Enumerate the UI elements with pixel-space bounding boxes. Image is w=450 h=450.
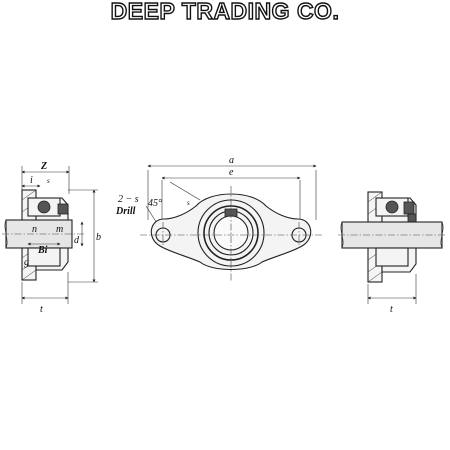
t-label: t <box>40 304 43 315</box>
s-label: s <box>47 177 50 185</box>
i-label: i <box>30 175 33 186</box>
left-side-view: Z i s n <box>2 161 101 315</box>
angle-label: 45° <box>148 198 162 209</box>
b-label: b <box>96 232 101 243</box>
bearing-lower-ring <box>27 247 61 267</box>
bearing-outer-circle <box>203 205 259 261</box>
n-label: n <box>32 224 37 235</box>
drill-size-label: 2 − s <box>118 194 139 205</box>
company-name-header: DEEP TRADING CO. <box>110 0 340 24</box>
bi-label: Bi <box>37 245 48 256</box>
g-label: g <box>24 257 29 268</box>
right-grease-fitting <box>403 201 415 215</box>
d-label: d <box>74 235 80 246</box>
bearing-ball <box>37 200 51 214</box>
angle-leader <box>169 181 201 201</box>
e-label: e <box>229 167 234 178</box>
right-bearing-ball <box>385 200 399 214</box>
front-s-label: s <box>187 199 190 207</box>
grease-fitting <box>57 203 69 215</box>
z-label: Z <box>40 161 47 172</box>
a-label: a <box>229 155 234 166</box>
right-t-label: t <box>390 304 393 315</box>
front-view: a e 2 − s Drill 45° s <box>115 155 324 282</box>
right-bearing-lower-ring <box>375 247 409 267</box>
m-label: m <box>56 224 63 235</box>
right-side-view: t <box>338 191 446 315</box>
drill-word-label: Drill <box>115 206 136 217</box>
